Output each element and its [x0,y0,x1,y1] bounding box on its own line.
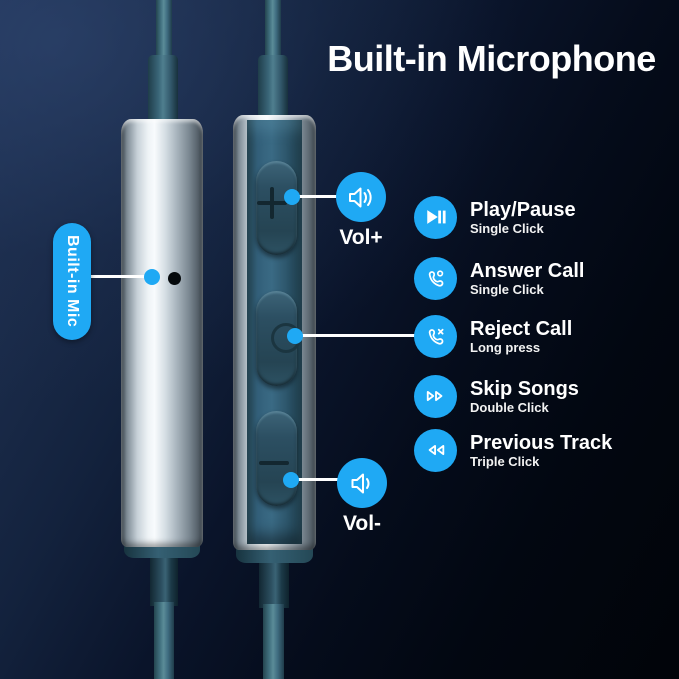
function-subtitle: Double Click [470,399,549,415]
function-row-answer-call: Answer Call Single Click [414,254,584,302]
speaker-low-icon [351,473,370,493]
built-in-mic-label-text: Built-in Mic [64,235,81,328]
function-row-reject-call: Reject Call Long press [414,312,572,360]
mic-callout-line [86,275,150,278]
volume-up-button [256,161,297,255]
skip-songs-icon [414,374,457,418]
remote-strain-relief-bottom [259,558,289,608]
built-in-mic-label: Built-in Mic [53,223,91,340]
vol-up-callout-dot [284,189,300,205]
play-pause-icon [414,195,457,239]
minus-glyph [259,461,289,465]
function-subtitle: Long press [470,339,541,355]
volume-down-button [256,411,297,506]
function-row-skip-songs: Skip Songs Double Click [414,372,579,420]
mic-callout-dot [144,269,160,285]
left-strain-relief-top [148,55,178,122]
vol-down-callout-line [291,478,343,481]
vol-up-label: Vol+ [339,226,383,249]
plus-glyph-vertical [270,187,274,219]
vol-up-callout-line [292,195,344,198]
left-strain-relief-bottom [150,556,178,606]
function-row-previous-track: Previous Track Triple Click [414,426,612,474]
function-title: Reject Call [470,317,573,340]
remote-cable-bottom [263,604,284,679]
page-title: Built-in Microphone [327,38,656,79]
function-title: Play/Pause [470,198,576,221]
function-subtitle: Single Click [470,220,544,236]
multifunction-callout-dot [287,328,303,344]
answer-call-icon [414,256,457,300]
vol-down-badge [337,458,387,508]
vol-down-label: Vol- [342,512,382,535]
previous-track-icon [414,428,457,472]
function-title: Skip Songs [470,377,579,400]
reject-call-icon [414,314,457,358]
vol-down-callout-dot [283,472,299,488]
function-title: Answer Call [470,259,585,282]
vol-up-badge [336,172,386,222]
function-title: Previous Track [470,431,613,454]
multifunction-callout-line [296,334,416,337]
mic-hole [168,272,181,285]
remote-strain-relief-top [258,55,288,119]
left-cable-bottom [154,602,174,679]
speaker-loud-icon [349,187,372,207]
function-row-play-pause: Play/Pause Single Click [414,193,576,241]
function-subtitle: Single Click [470,281,544,297]
function-subtitle: Triple Click [470,453,540,469]
mic-barrel [121,119,203,547]
